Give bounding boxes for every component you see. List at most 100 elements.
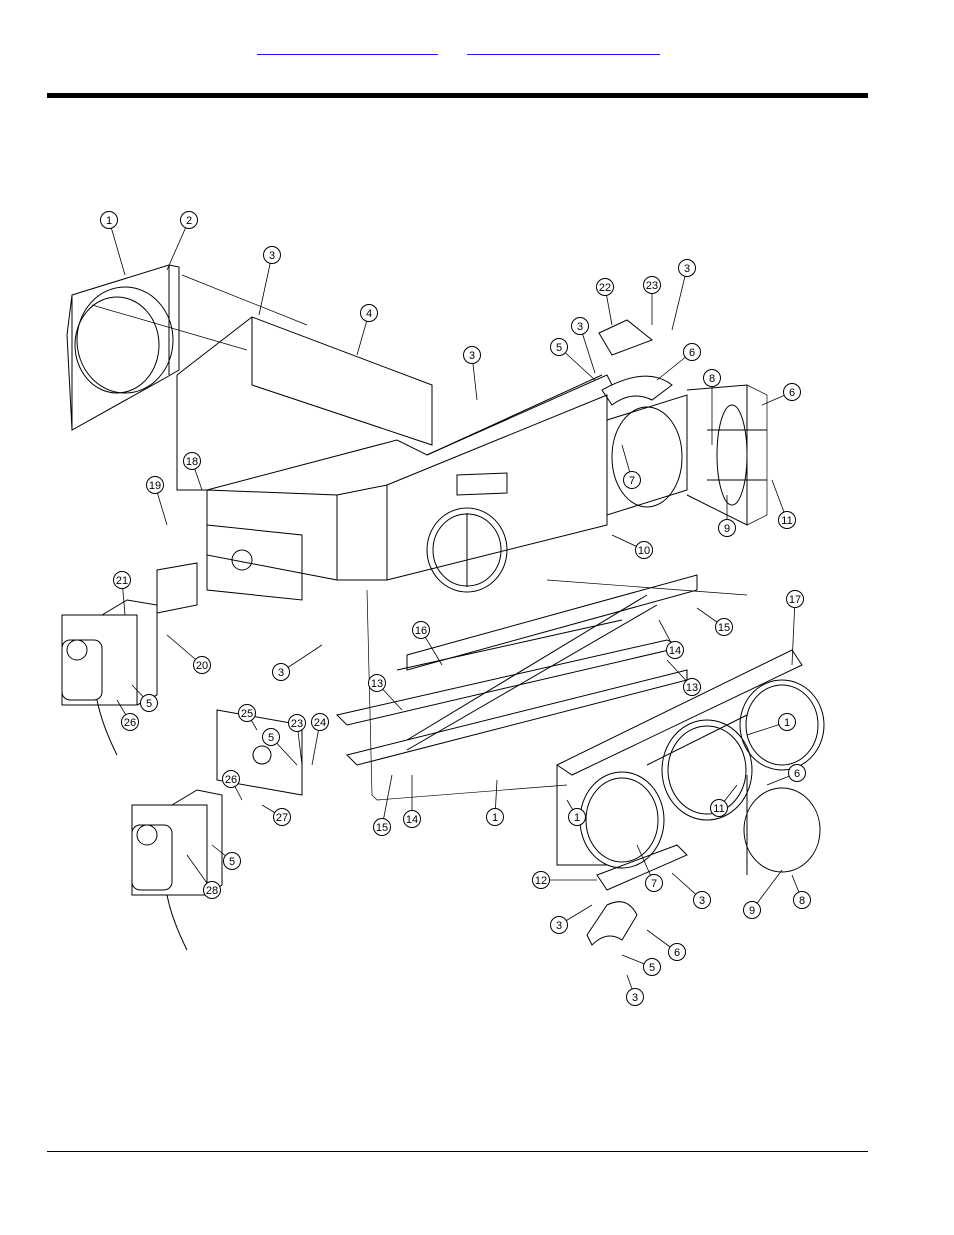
triple-outlet-manifold [555,649,825,869]
callout-circle [715,618,733,636]
callout-10: 5 [550,338,596,381]
callout-number: 9 [724,523,730,535]
callout-number: 3 [684,263,690,275]
callout-12: 8 [703,369,721,445]
callout-circle [693,891,711,909]
callout-number: 11 [713,803,724,815]
callout-number: 23 [646,280,658,292]
callout-number: 1 [106,215,112,227]
callout-16: 11 [771,479,796,529]
callout-number: 15 [376,822,388,834]
callout-17: 10 [611,534,653,559]
callout-number: 24 [314,717,326,729]
callout-28: 13 [666,659,701,696]
callout-circle [368,674,386,692]
callout-number: 22 [599,282,611,294]
callout-30: 17 [786,590,804,666]
leader-lines [91,274,768,801]
callout-number: 5 [649,962,655,974]
callout-number: 5 [268,732,274,744]
callout-circle [635,541,653,559]
callout-5: 3 [463,346,481,401]
callout-number: 3 [278,667,284,679]
callout-7: 23 [643,276,661,325]
footer-rule [47,1151,868,1152]
damper-disc-lower [743,775,821,875]
callout-11: 6 [656,343,701,381]
callout-22: 5 [131,684,158,712]
callout-leader [258,254,273,316]
callout-circle [568,808,586,826]
header-rule [47,93,868,98]
callout-48: 3 [671,872,711,909]
callout-number: 3 [269,250,275,262]
callout-circle [683,678,701,696]
callout-circle [463,346,481,364]
callout-circle [550,338,568,356]
callout-circle [550,916,568,934]
housing-outlet-tube [426,472,508,593]
callout-circle [412,621,430,639]
callout-circle [100,211,118,229]
callout-19: 19 [146,476,168,526]
callout-circle [222,770,240,788]
callout-33: 5 [262,728,298,766]
callout-number: 6 [689,347,695,359]
callout-circle [113,571,131,589]
callout-number: 8 [709,373,715,385]
callout-circle [778,713,796,731]
callout-leader [166,219,190,271]
callout-number: 3 [577,321,583,333]
callout-circle [273,808,291,826]
callout-circle [626,988,644,1006]
callout-circle [666,641,684,659]
callout-number: 10 [638,545,650,557]
callout-54: 3 [626,974,644,1006]
callout-18: 18 [183,452,203,491]
callout-9: 3 [571,317,596,374]
bracket [598,319,653,356]
callout-circle [288,714,306,732]
callout-3: 3 [258,246,281,316]
callout-number: 1 [574,812,580,824]
callout-37: 27 [261,804,291,826]
callout-13: 6 [761,383,801,406]
callout-number: 3 [699,895,705,907]
callout-number: 16 [415,625,427,637]
callout-45: 6 [766,764,806,786]
callout-circle [140,694,158,712]
callout-circle [183,452,201,470]
callout-circle [786,590,804,608]
callout-1: 1 [100,211,126,276]
callout-27: 14 [658,619,684,659]
callout-number: 6 [794,768,800,780]
gear-motor-lower [131,789,223,951]
callout-34: 23 [288,714,306,766]
channel-rails [336,574,698,766]
callout-20: 21 [113,571,131,616]
callout-number: 26 [124,717,136,729]
duct-adapter-plate [66,264,180,431]
callout-circle [645,874,663,892]
callout-number: 17 [789,594,801,606]
callout-49: 9 [743,869,783,919]
callout-number: 14 [669,645,681,657]
callout-circle [718,519,736,537]
callout-circle [793,891,811,909]
callout-circle [311,713,329,731]
right-outlet-stub [606,384,767,526]
callout-42: 1 [486,779,504,826]
header-link-2[interactable] [467,40,660,55]
callout-leader [671,267,688,331]
callout-number: 5 [229,856,235,868]
callout-number: 28 [206,885,218,897]
callout-51: 3 [550,904,593,934]
callout-circle [743,901,761,919]
callout-circle [571,317,589,335]
callout-24: 3 [272,644,323,681]
callout-circle [710,799,728,817]
callout-number: 8 [799,895,805,907]
callout-circle [623,471,641,489]
header-link-1[interactable] [257,40,438,55]
